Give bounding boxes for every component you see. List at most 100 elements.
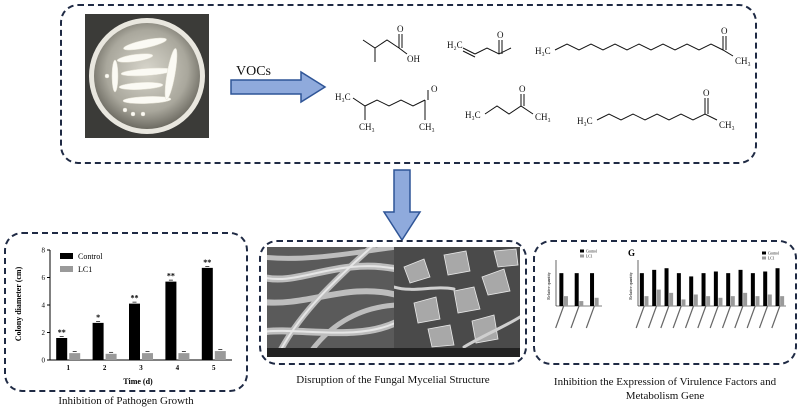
gene-legend-swatch-control <box>762 251 766 255</box>
pentadecanone-o-label: O <box>721 26 728 36</box>
gene-right-gene-label-mark <box>746 305 756 329</box>
gene-left-gene-label-mark <box>585 305 595 329</box>
growth-significance-mark: ** <box>203 258 211 267</box>
pentanone-h3c-label: H₃C <box>465 110 481 120</box>
gene-right-bar-control <box>639 273 644 306</box>
gene-right-gene-label-mark <box>647 305 658 329</box>
heptanone-ch3-label-b: CH₃ <box>419 122 435 132</box>
gene-left-bar-control <box>574 273 579 306</box>
gene-legend-label-control: Control <box>586 250 597 254</box>
gene-right-gene-label-mark <box>660 305 670 329</box>
gene-right-ylabel: Relative quantity <box>628 272 633 299</box>
growth-y-tick-label: 6 <box>42 274 46 282</box>
gene-right-bar-lc1 <box>780 296 785 306</box>
gene-left-ylabel: Relative quantity <box>546 272 551 299</box>
growth-bar-lc1 <box>214 351 226 360</box>
gene-legend-label-lc1: LC1 <box>768 257 775 261</box>
undecanone-h3c-label: H₃C <box>577 116 593 126</box>
gene-expression-charts: G Relative quantity Relative quantity Co… <box>546 248 786 329</box>
gene-legend-swatch-lc1 <box>580 254 584 258</box>
gene-right-bar-control <box>738 269 743 306</box>
gene-left-gene-label-mark <box>570 305 580 329</box>
growth-ylabel: Colony diameter (cm) <box>14 266 23 341</box>
gene-right-gene-label-mark <box>709 305 719 329</box>
growth-significance-mark: ** <box>131 294 139 303</box>
gene-right-gene-label-mark <box>758 305 769 329</box>
growth-x-tick-label: 5 <box>212 364 216 372</box>
gene-right-bar-control <box>689 276 694 306</box>
gene-left-bar-control <box>559 273 564 306</box>
undecanone-o-label: O <box>703 88 710 98</box>
growth-xlabel: Time (d) <box>123 377 153 386</box>
heptanone-h3c-label: H₃C <box>335 92 351 102</box>
down-arrow <box>382 169 422 242</box>
gene-right-bar-lc1 <box>693 294 698 306</box>
growth-bar-control <box>129 303 140 360</box>
gene-left-bar-control <box>590 273 595 306</box>
gene-right-bar-lc1 <box>743 292 748 306</box>
gene-right-bar-lc1 <box>706 296 711 306</box>
gene-right-bar-lc1 <box>681 299 686 306</box>
growth-significance-mark: * <box>96 313 100 322</box>
growth-bar-lc1 <box>69 353 81 360</box>
gene-right-bar-lc1 <box>644 296 649 306</box>
growth-bar-control <box>201 267 213 360</box>
growth-bar-lc1 <box>105 353 117 360</box>
voc-structures: OH O H₂C O H₃C O CH₃ H₃C CH₃ O CH₃ H₃C O… <box>335 24 751 132</box>
growth-y-tick-label: 0 <box>42 357 46 365</box>
growth-legend-swatch-control <box>60 253 73 259</box>
gene-right-bar-control <box>763 271 768 306</box>
gene-right-bar-lc1 <box>767 294 772 306</box>
gene-panel <box>533 240 797 365</box>
acid-o-label: O <box>397 24 404 34</box>
growth-x-tick-label: 3 <box>139 364 143 372</box>
gene-right-bar-control <box>775 268 780 306</box>
gene-legend-swatch-lc1 <box>762 256 766 260</box>
gene-right-gene-label-mark <box>684 305 695 329</box>
pentanone-o-label: O <box>519 84 526 94</box>
pentadecanone-ch3-label: CH₃ <box>735 56 751 66</box>
gene-legend-swatch-control <box>580 249 584 253</box>
gene-left-bar-lc1 <box>594 297 599 306</box>
growth-bar-lc1 <box>142 353 153 360</box>
growth-x-tick-label: 1 <box>66 364 70 372</box>
sem-control-image <box>267 247 394 357</box>
sem-treated-image <box>394 247 520 357</box>
pentadecanone-h3c-label: H₃C <box>535 46 551 56</box>
growth-bar-control <box>56 338 68 360</box>
gene-right-bar-lc1 <box>718 297 723 306</box>
growth-bar-control <box>165 281 177 360</box>
pentenone-o-label: O <box>497 30 504 40</box>
heptanone-o-label: O <box>431 84 438 94</box>
gene-right-gene-label-mark <box>672 305 682 329</box>
gene-left-gene-label-mark <box>555 305 565 329</box>
gene-left-bar-lc1 <box>563 296 568 306</box>
growth-bar-lc1 <box>178 353 190 360</box>
heptanone-ch3-label-a: CH₃ <box>359 122 375 132</box>
h2c-label: H₂C <box>447 40 463 50</box>
gene-right-bar-control <box>676 273 681 306</box>
gene-right-bar-control <box>664 268 669 306</box>
gene-right-bar-lc1 <box>656 289 661 306</box>
gene-right-gene-label-mark <box>635 305 645 329</box>
gene-right-bar-lc1 <box>730 296 735 306</box>
growth-caption: Inhibition of Pathogen Growth <box>58 395 194 407</box>
gene-right-gene-label-mark <box>734 305 744 329</box>
growth-y-tick-label: 2 <box>42 329 46 337</box>
growth-legend-label-lc1: LC1 <box>78 265 92 274</box>
gene-right-gene-label-mark <box>771 305 781 329</box>
gene-caption-line1: Inhibition the Expression of Virulence F… <box>553 376 777 388</box>
gene-right-bar-control <box>701 273 706 306</box>
growth-y-tick-label: 8 <box>42 247 46 255</box>
voc-panel <box>60 4 757 164</box>
mycelium-panel <box>259 240 527 365</box>
growth-significance-mark: ** <box>58 328 66 337</box>
mycelium-caption: Disruption of the Fungal Mycelial Struct… <box>296 374 490 386</box>
vocs-arrow <box>230 70 327 104</box>
growth-x-tick-label: 4 <box>176 364 180 372</box>
growth-legend-swatch-lc1 <box>60 266 73 272</box>
pentanone-ch3-label: CH₃ <box>535 112 551 122</box>
gene-right-bar-lc1 <box>669 292 674 306</box>
gene-right-bar-control <box>713 271 718 306</box>
